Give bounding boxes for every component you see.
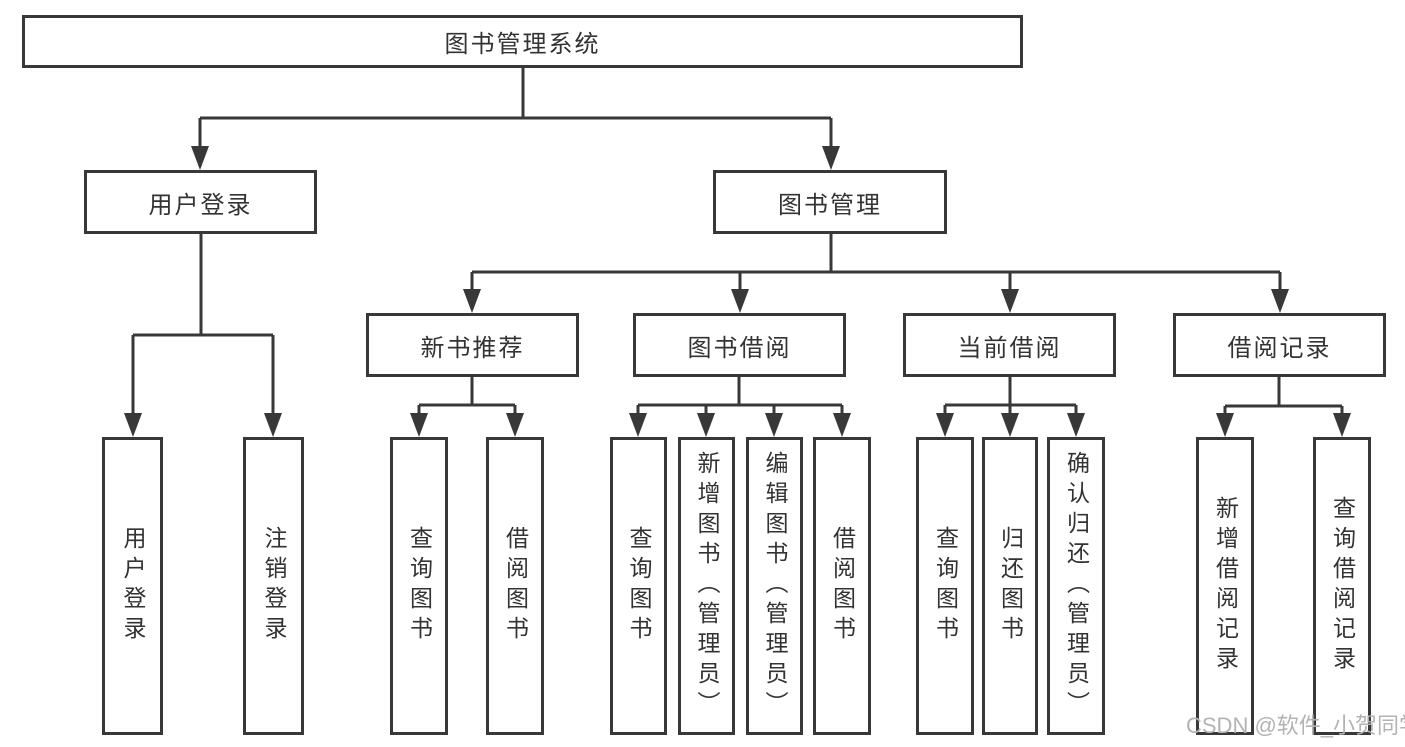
- leaf-logout-label: 注销登录: [261, 526, 287, 646]
- leaf-return-book-label: 归还图书: [997, 526, 1024, 646]
- node-book-borrowing: 图书借阅: [633, 313, 846, 377]
- leaf-confirm-return-admin-label: 确认归还（管理员）: [1063, 451, 1090, 721]
- leaf-query-books-borrowing-label: 查询图书: [626, 526, 652, 646]
- leaf-query-books-recommend: 查询图书: [390, 437, 448, 735]
- leaf-query-books-current: 查询图书: [916, 437, 974, 735]
- leaf-add-book-admin: 新增图书（管理员）: [678, 437, 735, 735]
- leaf-edit-book-admin: 编辑图书（管理员）: [746, 437, 803, 735]
- csdn-watermark: CSDN @软件_小贺同学: [1186, 713, 1405, 738]
- node-current-borrowing: 当前借阅: [903, 313, 1116, 377]
- node-root-system: 图书管理系统: [22, 15, 1023, 68]
- leaf-query-books-recommend-label: 查询图书: [406, 526, 433, 646]
- node-book-management: 图书管理: [713, 170, 947, 234]
- leaf-add-borrow-record-label: 新增借阅记录: [1212, 496, 1239, 676]
- node-new-book-recommend: 新书推荐: [366, 313, 579, 377]
- leaf-borrow-books-recommend-label: 借阅图书: [502, 526, 529, 646]
- leaf-query-books-current-label: 查询图书: [932, 526, 959, 646]
- leaf-user-login: 用户登录: [102, 437, 163, 735]
- leaf-query-books-borrowing: 查询图书: [610, 437, 667, 735]
- leaf-add-book-admin-label: 新增图书（管理员）: [694, 451, 720, 721]
- leaf-query-borrow-record: 查询借阅记录: [1313, 437, 1371, 735]
- node-user-login: 用户登录: [84, 170, 317, 234]
- leaf-return-book: 归还图书: [982, 437, 1038, 735]
- leaf-logout: 注销登录: [243, 437, 304, 735]
- leaf-add-borrow-record: 新增借阅记录: [1196, 437, 1254, 735]
- leaf-borrow-books-borrowing: 借阅图书: [813, 437, 871, 735]
- leaf-borrow-books-borrowing-label: 借阅图书: [829, 526, 856, 646]
- leaf-user-login-label: 用户登录: [120, 526, 146, 646]
- leaf-borrow-books-recommend: 借阅图书: [486, 437, 544, 735]
- node-borrow-records: 借阅记录: [1173, 313, 1386, 377]
- leaf-query-borrow-record-label: 查询借阅记录: [1329, 496, 1356, 676]
- leaf-edit-book-admin-label: 编辑图书（管理员）: [762, 451, 788, 721]
- leaf-confirm-return-admin: 确认归还（管理员）: [1047, 437, 1105, 735]
